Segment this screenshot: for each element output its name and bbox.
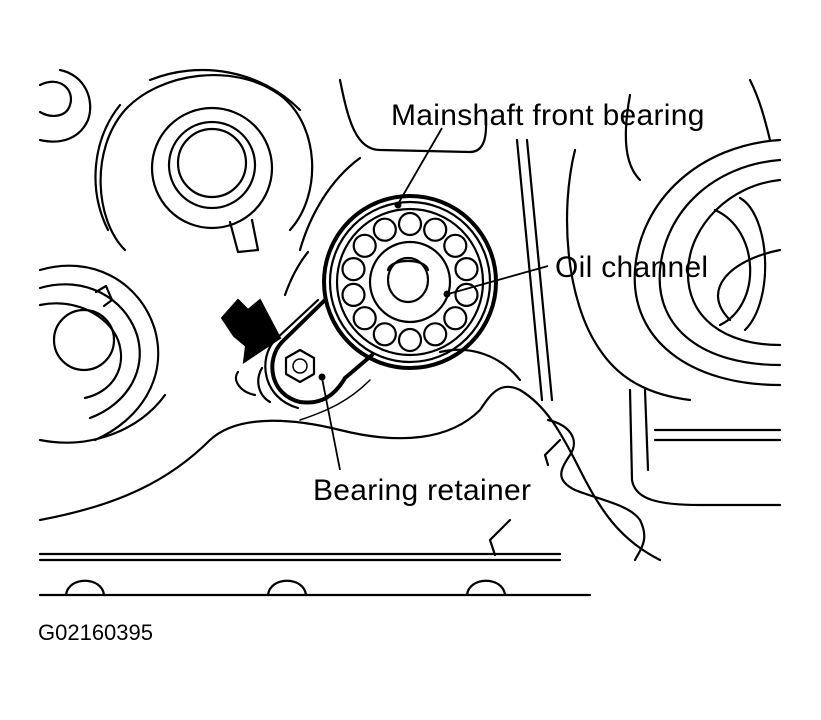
bearing-ball — [423, 217, 448, 242]
callout-mainshaft-front-bearing: Mainshaft front bearing — [391, 99, 705, 132]
bearing-ball — [372, 217, 397, 242]
bearing-ball — [423, 322, 448, 347]
callout-bearing-retainer: Bearing retainer — [313, 474, 532, 507]
bearing-ball — [352, 306, 377, 331]
leader-dot-bearing — [394, 201, 402, 209]
bearing-ball — [443, 306, 468, 331]
bearing-ball — [454, 282, 479, 307]
bearing-ball — [397, 327, 423, 353]
bottom-rail — [38, 552, 592, 597]
upper-casting-outline — [283, 78, 772, 402]
central-lower-sweep — [38, 348, 662, 562]
bearing-balls — [341, 211, 479, 353]
left-wheel — [38, 264, 167, 444]
bearing-ball — [372, 322, 397, 347]
bearing-ball — [341, 282, 366, 307]
mainshaft-front-bearing — [322, 194, 498, 370]
bearing-ball — [443, 233, 468, 258]
callout-oil-channel: Oil channel — [555, 251, 709, 284]
bearing-ball — [352, 233, 377, 258]
right-lower-casting — [488, 388, 782, 562]
bearing-ball — [454, 257, 479, 282]
figure-code: G02160395 — [38, 620, 153, 645]
bearing-ball — [341, 257, 366, 282]
bearing-ball — [397, 211, 423, 237]
upper-left-boss — [94, 68, 314, 254]
leader-dot-retainer — [318, 373, 326, 381]
direction-arrow — [220, 298, 282, 365]
leader-dot-oil-channel — [443, 290, 451, 298]
callout-leaders — [318, 127, 549, 471]
right-bore — [565, 138, 782, 402]
top-left-hub-fragment — [38, 68, 92, 143]
